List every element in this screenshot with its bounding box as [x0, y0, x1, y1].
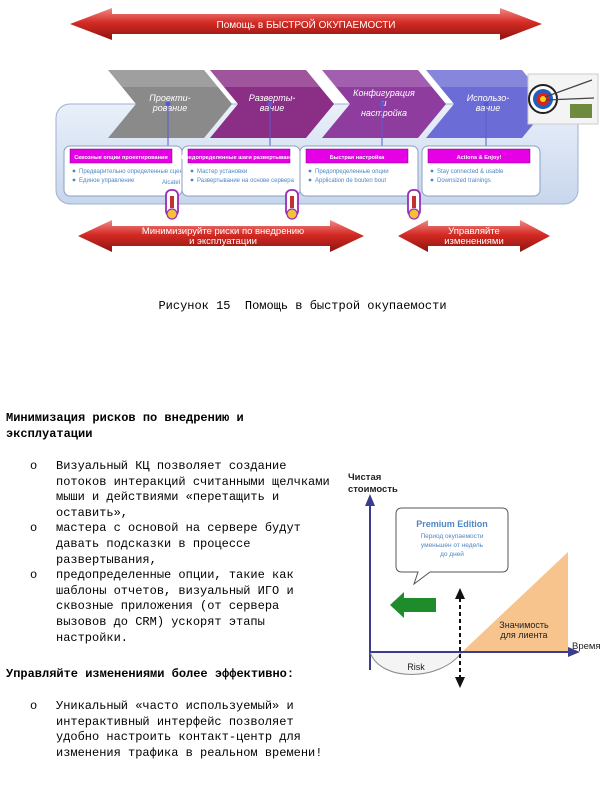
value-area	[462, 552, 568, 652]
thermometer-icon	[407, 189, 421, 220]
step-box-item: Развертывание на основе сервера	[197, 178, 295, 184]
step-box-title: Сквозные опции проектирования	[74, 155, 168, 161]
step-chevron-3: Конфигурацияинастройка	[322, 70, 446, 148]
bottom-left-banner-arrow	[78, 220, 364, 252]
step-chevron-1: Проекти-рование	[108, 70, 232, 148]
top-banner-text: Помощь в БЫСТРОЙ ОКУПАЕМОСТИ	[217, 18, 396, 31]
bottom-right-banner-arrow	[398, 220, 550, 252]
section2-title: Управляйте изменениями более эффективно:	[6, 667, 295, 681]
top-banner-arrow	[70, 8, 542, 40]
section1-title: Минимизация рисков по внедрению и эксплу…	[6, 411, 244, 441]
step-chevron-2: Разверты-вание	[210, 70, 334, 148]
green-arrow	[390, 592, 436, 618]
step-box-2: Предопределенные шаги развертыванияМасте…	[181, 145, 301, 197]
step-box-title: Предопределенные шаги развертывания	[181, 155, 296, 161]
step-box-item: Downsized trainings	[437, 178, 491, 184]
step-box-item: Предварительно определенные сценарии	[79, 169, 196, 175]
chart-x-label: Время	[572, 641, 601, 652]
bullet-item: Уникальный «часто используемый» и интера…	[30, 699, 330, 761]
risk-dip	[369, 651, 463, 675]
thermometer-icon	[165, 189, 179, 220]
thermometer-icon	[285, 189, 299, 220]
bullet-item: мастера с основой на сервере будут дават…	[30, 521, 330, 568]
target-image	[527, 73, 599, 125]
step-box-4: Actions & Enjoy! Stay connected & usableD…	[421, 145, 541, 197]
step-box-item: Предопределенные опции	[315, 169, 389, 175]
step-box-extra: Alcatel	[162, 180, 180, 186]
callout-title: Premium Edition	[416, 519, 488, 529]
step-label: Проекти-рование	[149, 93, 190, 113]
step-box-item: Единое управление	[79, 178, 135, 184]
bullet-item: предопределенные опции, такие как шаблон…	[30, 568, 330, 646]
quick-roi-diagram: Помощь в БЫСТРОЙ ОКУПАЕМОСТИ Проекти-ров…	[55, 8, 599, 252]
step-box-title: Быстрая настройка	[330, 154, 385, 161]
step-box-item: Stay connected & usable	[437, 169, 504, 175]
step-box-item: Application de bouten bout	[315, 178, 386, 184]
step-label: Разверты-вание	[249, 93, 296, 113]
bullet-item: Визуальный КЦ позволяет создание потоков…	[30, 459, 330, 521]
section1-bullets: Визуальный КЦ позволяет создание потоков…	[30, 459, 330, 646]
risk-label: Risk	[407, 662, 425, 672]
section2-bullets: Уникальный «часто используемый» и интера…	[30, 699, 330, 761]
step-label: Использо-вание	[467, 93, 510, 113]
step-box-item: Мастер установки	[197, 169, 247, 175]
step-box-title: Actions & Enjoy!	[457, 155, 502, 161]
figure-caption: Рисунок 15 Помощь в быстрой окупаемости	[158, 299, 447, 313]
step-chevron-4: Использо-вание	[426, 70, 550, 148]
callout-bubble	[395, 507, 509, 586]
step-box-1: Сквозные опции проектированияПредварител…	[63, 145, 196, 197]
